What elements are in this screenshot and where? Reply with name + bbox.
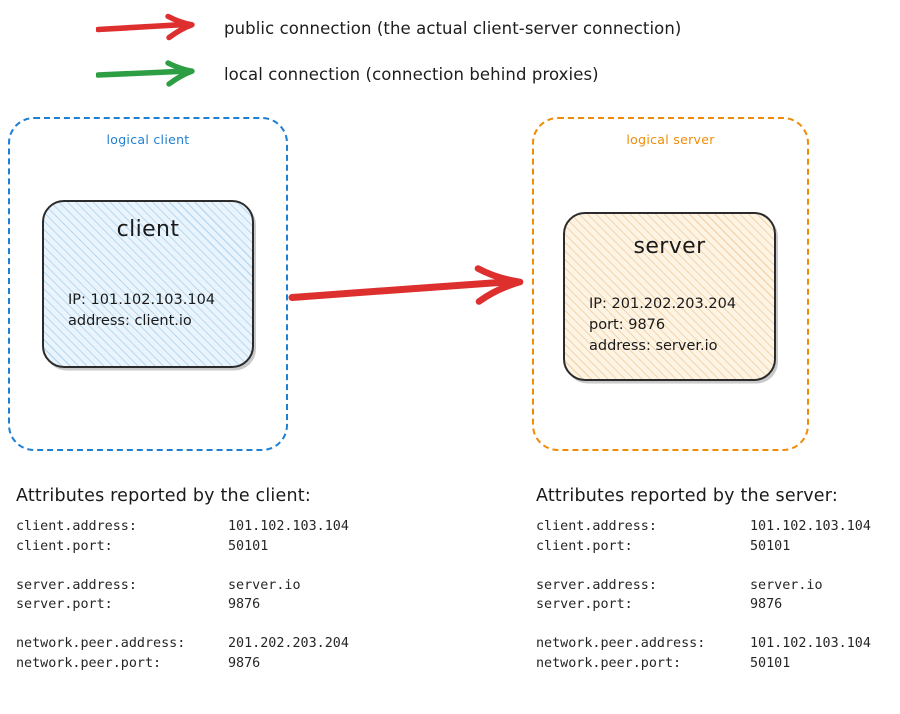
attr-key: server.address: [536, 577, 657, 593]
red-arrow-icon [96, 13, 195, 41]
attr-value: 9876 [228, 655, 261, 671]
attr-value: 50101 [750, 655, 791, 671]
attr-key: server.port: [16, 597, 113, 612]
server-node-port: port: 9876 [589, 317, 666, 333]
client-node-ip: IP: 101.102.103.104 [68, 292, 216, 308]
green-arrow-icon [96, 60, 195, 87]
attr-key: network.peer.port: [16, 655, 162, 671]
table-spacer [536, 615, 871, 635]
attr-key: client.port: [16, 538, 113, 554]
server-node-title: server [633, 234, 706, 259]
attr-key: client.port: [536, 538, 633, 554]
server-node-ip: IP: 201.202.203.204 [589, 296, 737, 312]
attr-key: client.address: [16, 519, 137, 534]
client-node-address: address: client.io [68, 313, 192, 329]
attr-value: 50101 [750, 538, 791, 554]
attributes-server-heading: Attributes reported by the server: [536, 486, 838, 506]
table-spacer [16, 615, 349, 635]
client-node-details: IP: 101.102.103.104 address: client.io [68, 290, 215, 332]
table-row: server.address: server.io [16, 576, 349, 596]
attr-value: server.io [228, 577, 301, 593]
legend-label-public-connection: public connection (the actual client-ser… [224, 18, 682, 38]
legend-label-local-connection: local connection (connection behind prox… [224, 64, 599, 84]
attr-value: 101.102.103.104 [750, 636, 871, 651]
table-spacer [16, 556, 349, 576]
table-row: server.address: server.io [536, 576, 871, 596]
logical-server-title: logical server [626, 132, 715, 147]
server-node[interactable]: server IP: 201.202.203.204 port: 9876 ad… [563, 212, 776, 381]
attr-key: client.address: [536, 519, 657, 534]
attr-value: 9876 [228, 597, 261, 612]
table-row: client.port: 50101 [536, 537, 871, 557]
attr-key: server.address: [16, 577, 137, 593]
table-row: client.port: 50101 [16, 537, 349, 557]
logical-server-container: logical server [532, 117, 809, 451]
attr-key: network.peer.port: [536, 655, 682, 671]
attr-value: 9876 [750, 597, 783, 612]
table-row: client.address: 101.102.103.104 [16, 517, 349, 537]
table-row: network.peer.port: 50101 [536, 654, 871, 674]
attr-key: network.peer.address: [536, 636, 706, 651]
attributes-client-heading: Attributes reported by the client: [16, 486, 311, 506]
attr-value: 101.102.103.104 [228, 519, 349, 534]
server-node-details: IP: 201.202.203.204 port: 9876 address: … [589, 294, 736, 357]
legend-item-local-connection: local connection (connection behind prox… [96, 59, 599, 89]
attributes-panel-client: Attributes reported by the client: clien… [16, 486, 349, 673]
table-row: server.port: 9876 [536, 595, 871, 615]
logical-client-container: logical client [8, 117, 288, 451]
attr-value: 101.102.103.104 [750, 519, 871, 534]
table-row: network.peer.port: 9876 [16, 654, 349, 674]
table-row: client.address: 101.102.103.104 [536, 517, 871, 537]
attr-key: server.port: [536, 597, 633, 612]
attr-value: 50101 [228, 538, 269, 554]
attributes-client-table: client.address: 101.102.103.104 client.p… [16, 517, 349, 673]
server-node-address: address: server.io [589, 338, 718, 354]
attr-value: server.io [750, 577, 823, 593]
legend-item-public-connection: public connection (the actual client-ser… [96, 13, 681, 43]
client-node-title: client [116, 217, 180, 242]
public-connection-arrow-icon [288, 265, 524, 305]
attributes-server-table: client.address: 101.102.103.104 client.p… [536, 517, 871, 673]
client-node[interactable]: client IP: 101.102.103.104 address: clie… [42, 200, 254, 368]
table-row: network.peer.address: 201.202.203.204 [16, 634, 349, 654]
table-row: network.peer.address: 101.102.103.104 [536, 634, 871, 654]
attributes-panel-server: Attributes reported by the server: clien… [536, 486, 871, 673]
table-row: server.port: 9876 [16, 595, 349, 615]
table-spacer [536, 556, 871, 576]
attr-value: 201.202.203.204 [228, 636, 349, 651]
logical-client-title: logical client [106, 132, 190, 147]
attr-key: network.peer.address: [16, 636, 186, 651]
